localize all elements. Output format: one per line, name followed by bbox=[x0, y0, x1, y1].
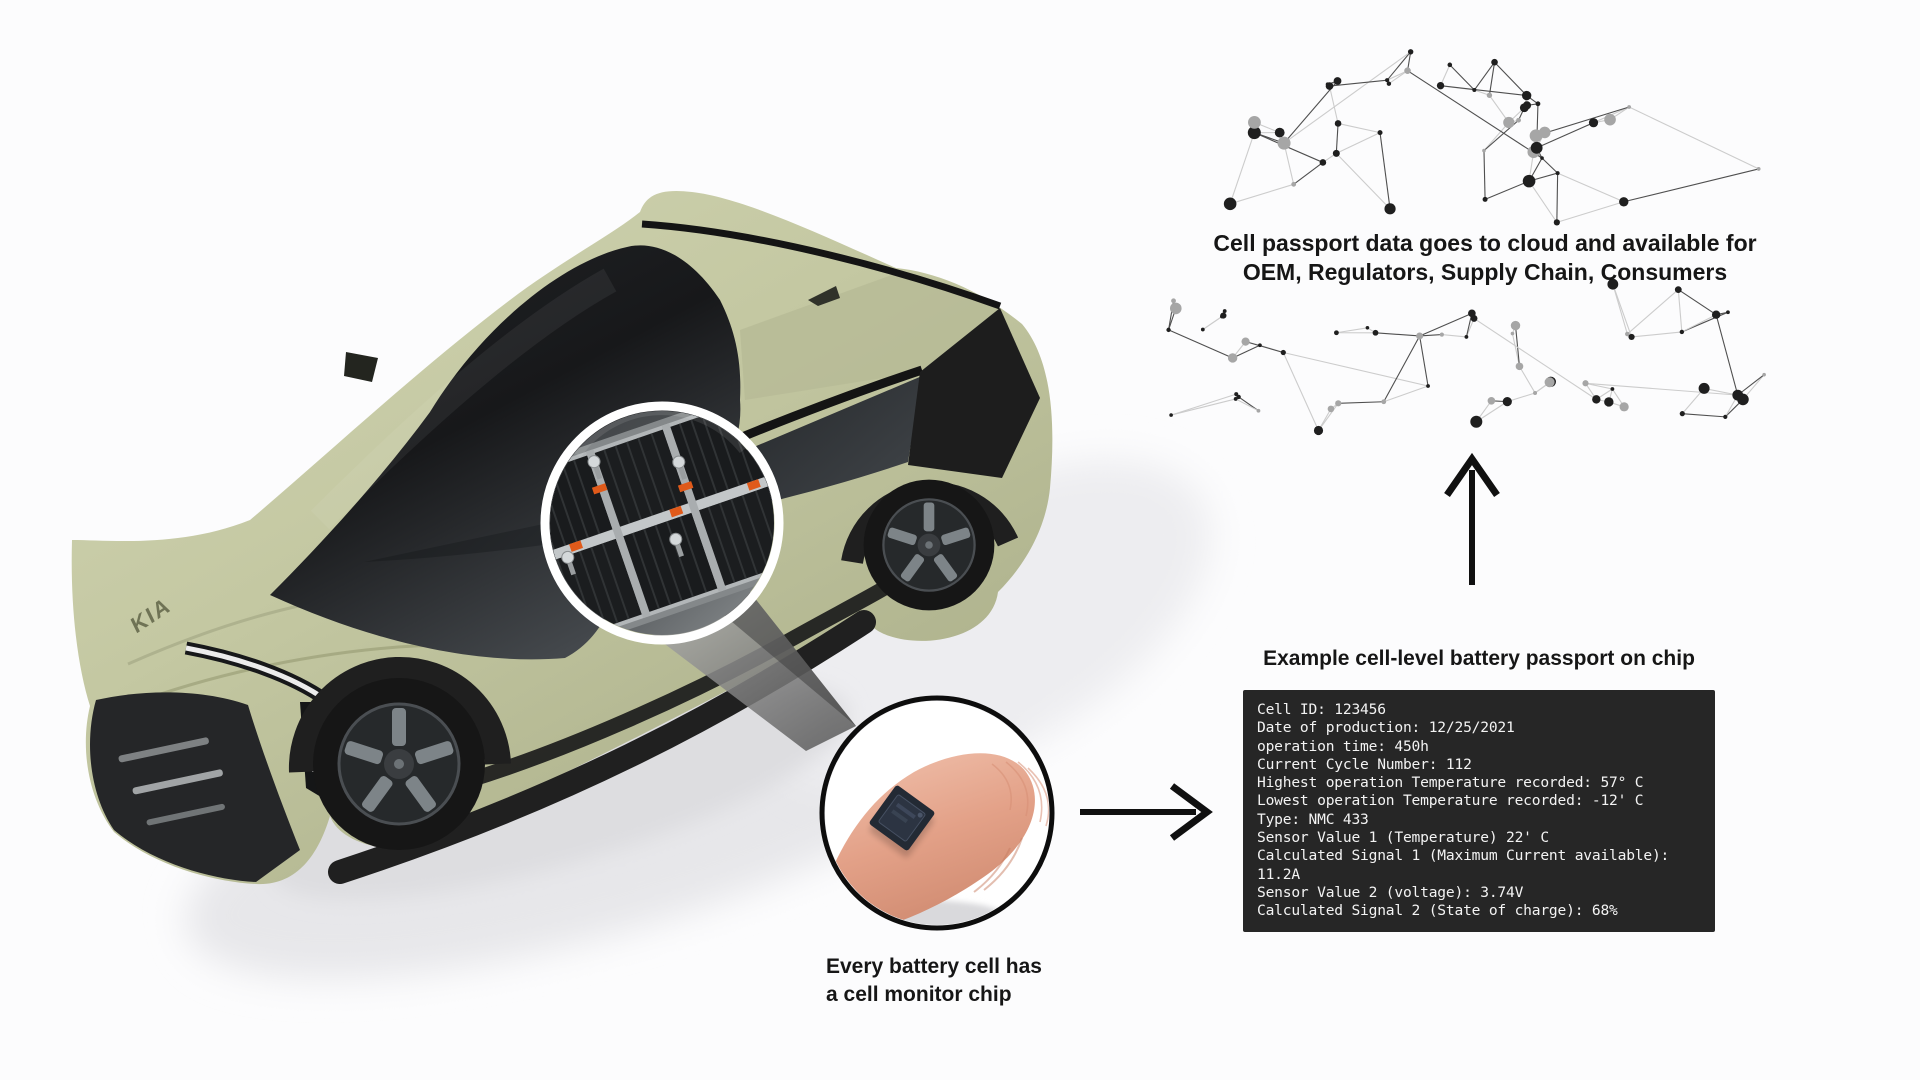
arrows bbox=[1080, 452, 1500, 841]
terminal-line: Date of production: 12/25/2021 bbox=[1257, 719, 1515, 737]
chip-caption-line1: Every battery cell has bbox=[826, 955, 1042, 978]
terminal-line: Current Cycle Number: 112 bbox=[1257, 755, 1472, 773]
bumper-slats bbox=[118, 737, 225, 826]
cell-fins bbox=[550, 411, 774, 635]
terminal-line: Highest operation Temperature recorded: … bbox=[1257, 774, 1644, 792]
cloud-network-lower bbox=[1166, 278, 1766, 436]
pack-connectors bbox=[569, 479, 761, 552]
chip-caption-line2: a cell monitor chip bbox=[826, 983, 1012, 1006]
terminal-line: Cell ID: 123456 bbox=[1257, 701, 1386, 718]
cloud-caption: Cell passport data goes to cloud and ava… bbox=[1132, 229, 1838, 287]
monitor-chip bbox=[869, 785, 935, 858]
fingertip-image bbox=[825, 753, 1035, 925]
front-bumper bbox=[90, 692, 300, 882]
fin-antenna bbox=[808, 286, 840, 306]
terminal-line: 11.2A bbox=[1257, 865, 1300, 883]
front-wheel bbox=[313, 678, 485, 850]
front-wheel-arch bbox=[288, 657, 511, 773]
magnifier-ring bbox=[540, 401, 784, 645]
roof-rail-far bbox=[641, 220, 1002, 310]
passport-title: Example cell-level battery passport on c… bbox=[1263, 647, 1695, 670]
cloud-caption-line1: Cell passport data goes to cloud and ava… bbox=[1213, 230, 1757, 256]
rear-pillar-trim bbox=[908, 308, 1040, 478]
rear-wheel bbox=[863, 479, 995, 611]
cloud-network-upper bbox=[1223, 49, 1761, 226]
terminal-line: Calculated Signal 2 (State of charge): 6… bbox=[1257, 902, 1618, 920]
knuckle-creases bbox=[973, 837, 1023, 893]
chip-caption: Every battery cell has a cell monitor ch… bbox=[826, 953, 1126, 1009]
rear-roof-panel bbox=[740, 272, 1000, 400]
chip-finger-circle bbox=[819, 695, 1055, 931]
terminal-line: Lowest operation Temperature recorded: -… bbox=[1257, 792, 1644, 810]
fingerprint-ridges bbox=[991, 761, 1049, 827]
side-mirror bbox=[344, 352, 378, 382]
pack-bolts bbox=[561, 455, 687, 576]
arrow-chip-to-passport-head bbox=[1169, 783, 1213, 841]
terminal-line: Calculated Signal 1 (Maximum Current ava… bbox=[1257, 847, 1670, 865]
terminal-line: operation time: 450h bbox=[1257, 737, 1429, 755]
cloud-caption-line2: OEM, Regulators, Supply Chain, Consumers bbox=[1242, 259, 1728, 285]
terminal-line: Sensor Value 1 (Temperature) 22' C bbox=[1257, 829, 1549, 847]
glass-reflection bbox=[310, 268, 617, 530]
arrow-passport-to-cloud-head bbox=[1444, 452, 1500, 497]
magnifier-cone-facet bbox=[700, 587, 856, 726]
terminal-line: Type: NMC 433 bbox=[1257, 810, 1369, 828]
pack-rail bbox=[550, 473, 774, 565]
terminal-line: Sensor Value 2 (voltage): 3.74V bbox=[1257, 883, 1524, 901]
chip-circle-ring bbox=[819, 695, 1055, 931]
